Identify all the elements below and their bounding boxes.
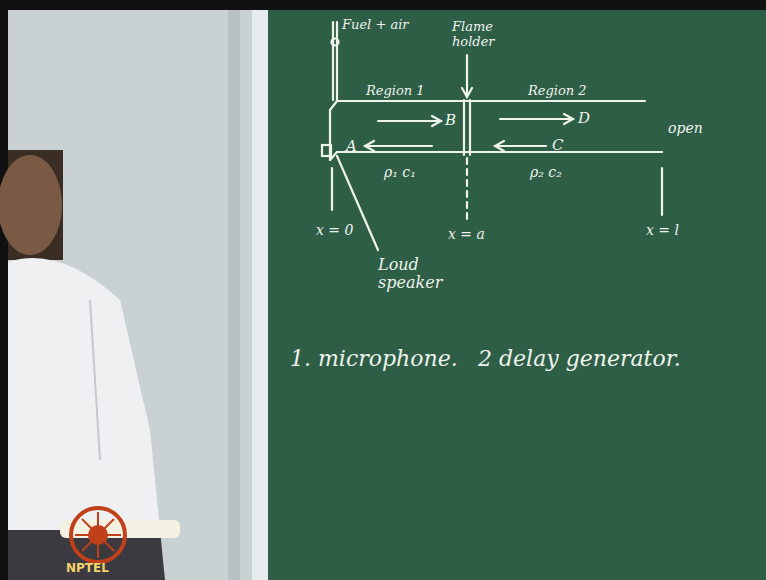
wall-edge	[228, 10, 240, 580]
medium-label: ρ₂ c₂	[530, 164, 562, 180]
inlet-label: Fuel + air	[342, 18, 409, 33]
lecturer	[0, 150, 180, 580]
note-text: 1. microphone.	[290, 346, 458, 371]
wall	[8, 10, 258, 580]
note-text: 2 delay generator.	[478, 346, 681, 371]
blackboard	[268, 10, 766, 580]
part-label: Loud speaker	[378, 256, 450, 293]
logo-text: NPTEL	[66, 562, 109, 576]
combustor-duct	[322, 22, 662, 250]
wave-label: C	[552, 137, 563, 154]
nptel-logo	[71, 508, 125, 562]
boundary-label: open	[668, 120, 703, 136]
position-label: x = 0	[316, 222, 353, 238]
wave-label: D	[578, 110, 590, 127]
flame-holder-label: Flame holder	[452, 20, 508, 50]
position-label: x = l	[646, 222, 679, 238]
region-label: Region 1	[366, 84, 425, 99]
position-label: x = a	[448, 226, 485, 242]
wave-label: A	[346, 138, 357, 155]
wave-label: B	[445, 112, 456, 129]
medium-label: ρ₁ c₁	[384, 164, 416, 180]
board-frame	[252, 10, 268, 580]
region-label: Region 2	[528, 84, 587, 99]
